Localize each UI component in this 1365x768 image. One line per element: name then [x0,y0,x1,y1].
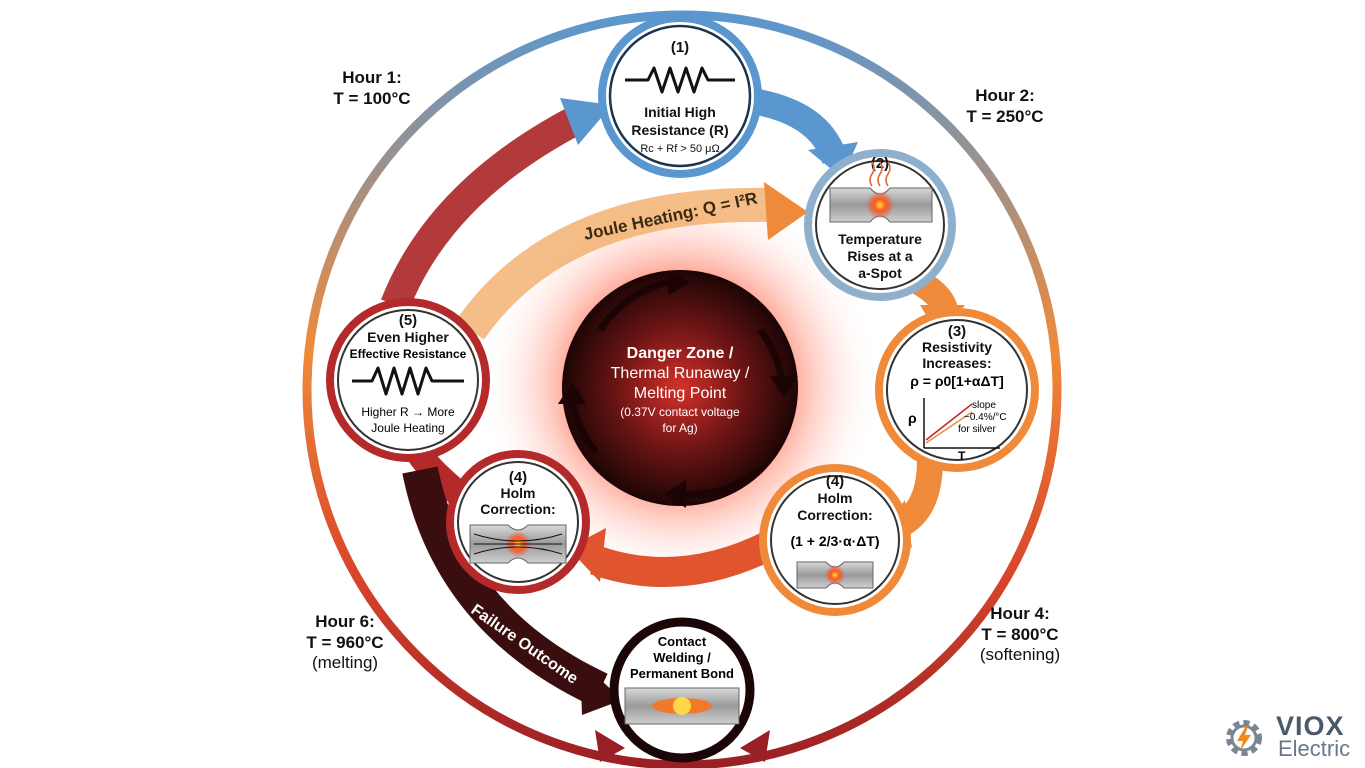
stage-1-node: (1) Initial High Resistance (R) Rc + Rf … [598,14,762,178]
stage-5-note-2: Joule Heating [371,421,444,435]
swirl-arrowhead [664,480,686,508]
hour-1-temp: T = 100°C [333,89,410,108]
center-line-3: Melting Point [634,385,727,402]
center-line-2: Thermal Runaway / [611,365,750,382]
danger-core [562,270,798,506]
graph-y-label: ρ [908,410,917,426]
failure-band [402,466,608,707]
current-flow-icon [469,524,567,564]
stage-2-title-3: a-Spot [858,265,902,281]
hot-spot-icon [829,161,933,223]
center-line-1: Danger Zone / [627,345,734,362]
graph-note-3: for silver [958,424,996,435]
constriction-icon [796,561,874,589]
center-line-4: (0.37V contact voltage [620,405,740,419]
stage-3-number: (3) [948,323,966,340]
stage-4r-number: (4) [826,473,844,490]
hour-4-temp: T = 800°C [981,625,1058,644]
stage-4r-title-2: Correction: [797,507,872,523]
stage-5-note-1: Higher R → More [361,405,455,419]
flow-arrowhead [560,98,612,145]
brand-sub: Electric [1278,736,1351,761]
weld-title-1: Contact [658,634,707,649]
graph-note-1: slope [972,400,996,411]
hour-6-title: Hour 6: [315,612,375,631]
hour-4-label: Hour 4: T = 800°C (softening) [980,604,1060,664]
joule-heating-arrowhead [764,182,808,240]
weld-title-3: Permanent Bond [630,666,734,681]
center-line-5: for Ag) [662,421,697,435]
ring-arrowhead-left [595,730,625,762]
gear-bolt-icon [1226,720,1262,756]
resistor-icon [352,366,464,396]
stage-4r-title-1: Holm [818,490,853,506]
flow-arrow-5-1 [381,104,587,311]
welding-node: Contact Welding / Permanent Bond [609,617,755,763]
stage-1-formula: Rc + Rf > 50 μΩ [640,143,719,155]
swirl-arrowhead [668,270,690,296]
hour-2-title: Hour 2: [975,86,1035,105]
stage-3-title-2: Increases: [922,355,991,371]
hour-6-note: (melting) [312,653,378,672]
stage-4l-title-2: Correction: [480,501,555,517]
stage-5-title-1: Even Higher [367,329,449,345]
brand-logo: VIOX Electric [1220,712,1360,762]
stage-5-number: (5) [399,312,417,329]
stage-4-right-node: (4) Holm Correction: (1 + 2/3·α·ΔT) [759,464,911,616]
weld-title-2: Welding / [653,650,711,665]
stage-4-left-node: (4) Holm Correction: [446,450,590,594]
stage-3-formula: ρ = ρ0[1+αΔT] [910,373,1004,389]
stage-2-title-2: Rises at a [847,248,913,264]
stage-2-node: (2) Temperature Rises at a a-Spot [804,149,956,301]
hour-1-title: Hour 1: [342,68,402,87]
stage-3-title-1: Resistivity [922,339,992,355]
weld-icon [624,687,740,725]
stage-3-node: (3) Resistivity Increases: ρ = ρ0[1+αΔT]… [875,308,1039,472]
swirl-arrowhead [770,376,798,398]
stage-5-node: (5) Even Higher Effective Resistance Hig… [326,298,490,462]
hour-4-note: (softening) [980,645,1060,664]
stage-1-title-2: Resistance (R) [631,122,728,138]
stage-2-title-1: Temperature [838,231,922,247]
brand-name: VIOX [1276,711,1345,741]
hour-2-temp: T = 250°C [966,107,1043,126]
stage-1-number: (1) [671,39,689,56]
failure-label: Failure Outcome [468,601,581,687]
hour-6-temp: T = 960°C [306,633,383,652]
stage-4l-title-1: Holm [501,485,536,501]
stage-5-title-2: Effective Resistance [350,347,467,361]
flow-arrow-4-4 [590,531,777,587]
hour-4-title: Hour 4: [990,604,1050,623]
hour-2-label: Hour 2: T = 250°C [966,86,1043,126]
stage-4l-number: (4) [509,469,527,486]
resistor-icon [625,66,735,94]
flow-arrowhead [568,528,606,582]
swirl-arrowhead [558,382,586,404]
hour-6-label: Hour 6: T = 960°C (melting) [306,612,383,672]
joule-heating-band [456,187,771,340]
resistivity-graph: ρ T slope ~0.4%/°C for silver [908,398,1007,463]
hour-1-label: Hour 1: T = 100°C [333,68,410,108]
stage-4r-formula: (1 + 2/3·α·ΔT) [790,533,879,549]
graph-x-label: T [958,449,966,463]
stage-1-title-1: Initial High [644,104,716,120]
ring-arrowhead-right [740,730,770,762]
graph-note-2: ~0.4%/°C [964,412,1007,423]
